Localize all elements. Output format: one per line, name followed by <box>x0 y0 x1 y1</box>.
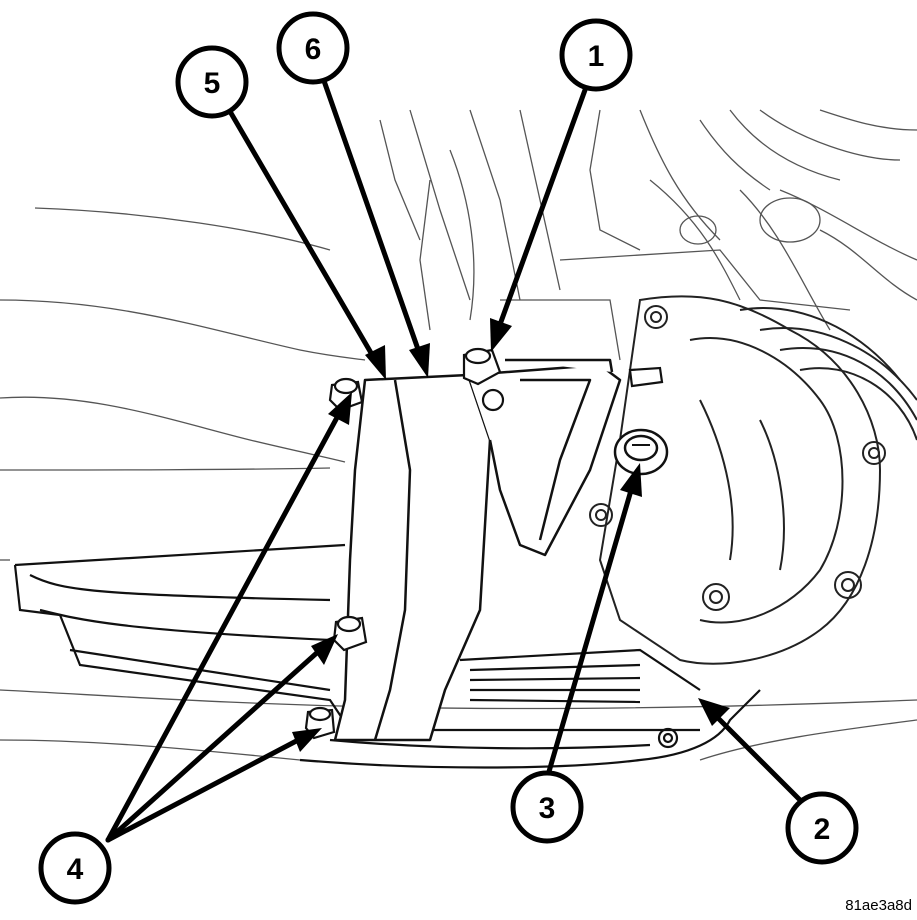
callout-1-circle <box>559 18 633 92</box>
arrowhead-2 <box>698 698 730 726</box>
oil-pan <box>13 543 761 769</box>
leader-6 <box>320 75 423 358</box>
leader-5 <box>225 105 377 361</box>
callout-4-circle <box>38 831 112 905</box>
callout-2-label: 2 <box>814 813 831 846</box>
leader-1 <box>495 87 588 333</box>
arrowhead-5 <box>365 345 386 380</box>
fill-plug <box>613 428 669 476</box>
callout-6-circle <box>276 11 350 85</box>
arrowhead-4b <box>311 634 338 665</box>
leader-4a <box>105 409 343 843</box>
callout-6-label: 6 <box>305 33 322 66</box>
callout-3-label: 3 <box>539 792 556 825</box>
callout-1-label: 1 <box>588 40 605 73</box>
arrowhead-1 <box>490 318 512 352</box>
leader-3 <box>545 484 635 778</box>
bracket-bolts <box>304 347 664 740</box>
background-linework <box>0 109 917 761</box>
gearbox-housing <box>589 295 917 665</box>
callout-4-label: 4 <box>67 853 84 886</box>
callout-circles <box>38 11 859 905</box>
arrowhead-4a <box>328 392 352 425</box>
arrowhead-6 <box>409 343 430 378</box>
arrowhead-3 <box>620 463 642 497</box>
callout-5-label: 5 <box>204 67 221 100</box>
arrow-heads <box>292 318 730 752</box>
support-bracket <box>333 358 622 742</box>
figure-id-code: 81ae3a8d <box>845 897 912 914</box>
leader-4c <box>105 735 305 843</box>
leader-4b <box>105 647 323 843</box>
leader-2 <box>709 709 811 811</box>
callout-5-circle <box>175 45 249 119</box>
callout-2-circle <box>785 791 859 865</box>
callout-3-circle <box>510 770 584 844</box>
arrowhead-4c <box>292 728 322 752</box>
leader-arrows <box>105 75 811 843</box>
